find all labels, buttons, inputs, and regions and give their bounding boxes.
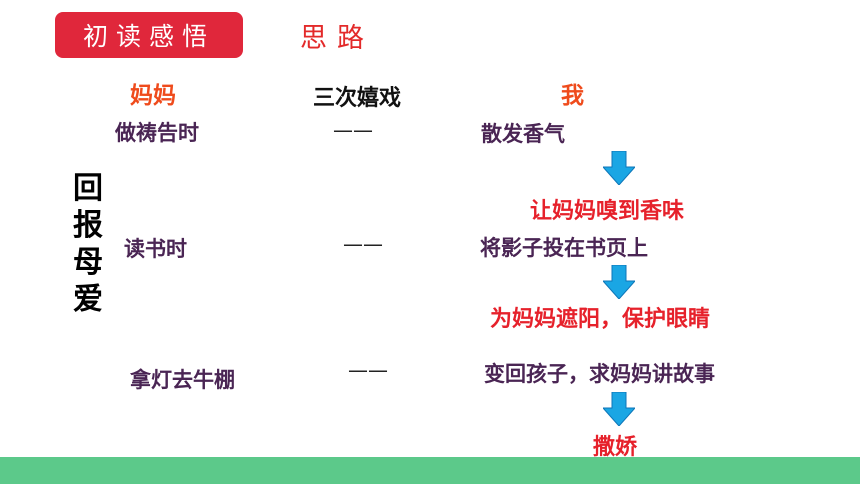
down-arrow-icon <box>603 265 635 299</box>
row-3-result: 撒娇 <box>593 435 638 460</box>
section-subtitle: 思路 <box>300 23 374 54</box>
row-2-result: 为妈妈遮阳，保护眼睛 <box>490 307 711 332</box>
header-mom: 妈妈 <box>130 83 176 109</box>
row-1-dash: —— <box>333 118 373 142</box>
row-3-dash: —— <box>348 358 388 382</box>
header-games: 三次嬉戏 <box>313 86 402 111</box>
vertical-label: 回报母爱 <box>73 171 103 317</box>
header-me: 我 <box>561 83 584 109</box>
row-3-me: 变回孩子，求妈妈讲故事 <box>484 362 715 386</box>
row-2-me: 将影子投在书页上 <box>480 236 648 260</box>
section-badge: 初读感悟 <box>55 12 243 58</box>
down-arrow-icon <box>603 151 635 185</box>
row-1-mom: 做祷告时 <box>115 121 199 145</box>
row-2-dash: —— <box>343 232 383 256</box>
footer-bar <box>0 457 860 484</box>
row-1-me: 散发香气 <box>481 122 565 146</box>
row-1-result: 让妈妈嗅到香味 <box>530 199 685 224</box>
row-2-mom: 读书时 <box>124 237 187 261</box>
down-arrow-icon <box>603 392 635 426</box>
row-3-mom: 拿灯去牛棚 <box>130 368 235 392</box>
